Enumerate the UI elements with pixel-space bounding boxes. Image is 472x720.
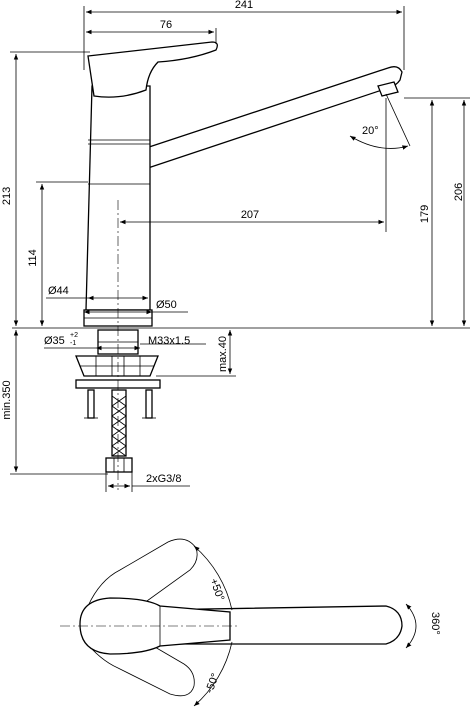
dim-dia-35-tol-minus: -1 [70,340,76,347]
dim-114: 114 [27,249,39,267]
dim-20-degrees: 20° [362,125,379,137]
dim-213: 213 [1,187,13,205]
dim-179: 179 [419,205,431,223]
dim-plus-50-degrees: +50° [207,577,226,603]
dim-241: 241 [235,0,253,11]
side-view-dimensions: 241 76 213 114 206 179 207 20° Ø44 [1,0,470,492]
threaded-rod-right [145,389,153,419]
dim-connection-g38: 2xG3/8 [146,473,181,485]
dim-thread-m33: M33x1.5 [148,335,190,347]
aerator [377,81,399,97]
dim-dia-50: Ø50 [156,299,177,311]
dim-207: 207 [241,209,259,221]
dim-dia-35: Ø35 [44,335,65,347]
hose-connector-nut [105,457,133,473]
lever-handle [87,41,218,98]
dim-min-350: min.350 [1,380,13,419]
threaded-rod-left [87,389,95,419]
dim-dia-44: Ø44 [48,285,69,297]
dim-76: 76 [160,19,172,31]
spout [135,66,403,169]
top-view: +50° -50° 360° [60,538,441,707]
dim-360-degrees: 360° [429,612,441,635]
dim-dia-35-tol-plus: +2 [70,332,78,339]
dim-minus-50-degrees: -50° [204,672,222,695]
braided-hose [111,389,127,457]
side-view [12,41,470,490]
dim-206: 206 [453,183,465,201]
dim-max-40: max.40 [217,336,229,372]
